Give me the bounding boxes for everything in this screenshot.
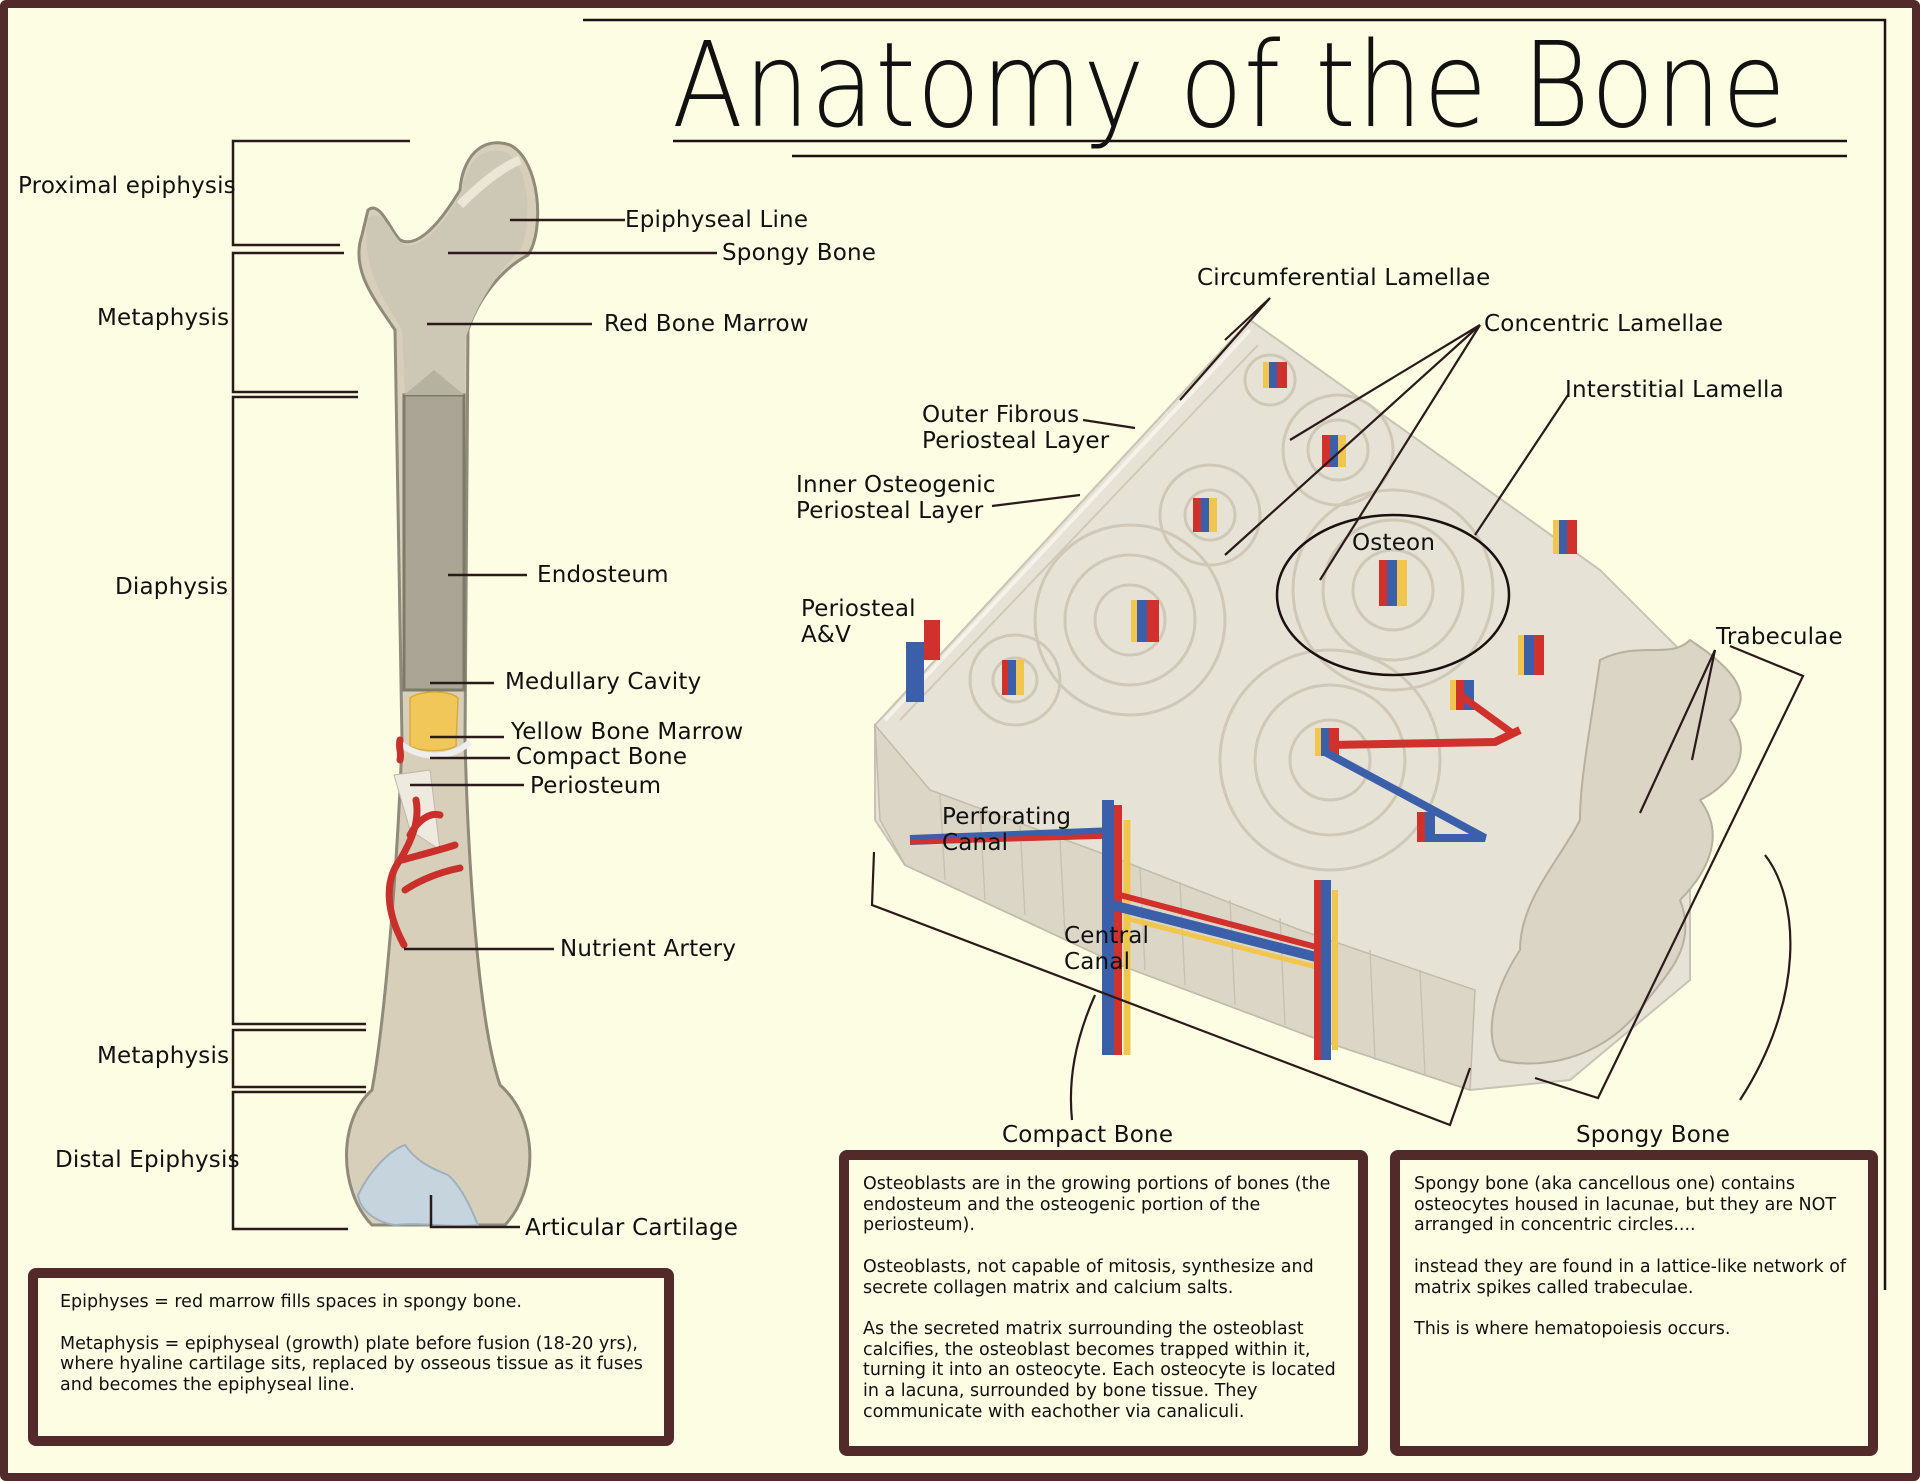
articular-cartilage-shape: [356, 1143, 480, 1227]
section-leaders: [870, 297, 1805, 1127]
yellow-marrow-shape: [409, 691, 459, 752]
spongy-bone-region: [366, 150, 528, 395]
region-label-diaphysis: Diaphysis: [115, 574, 229, 600]
page-title: Anatomy of the Bone: [672, 16, 1787, 154]
nutrient-artery-shape: [385, 736, 464, 949]
label-central-canal-line2: Canal: [1064, 949, 1131, 975]
label-perforating-canal-line2: Canal: [942, 830, 1009, 856]
label-outer-fibrous-line1: Outer Fibrous: [922, 402, 1080, 428]
trabeculae-shape: [1490, 638, 1742, 1065]
region-label-proximal-epiphysis: Proximal epiphysis: [18, 173, 236, 199]
note-epiphyses-2: Metaphysis = epiphyseal (growth) plate b…: [60, 1333, 643, 1395]
label-perforating-canal-line1: Perforating: [942, 804, 1072, 830]
note-compact-2: Osteoblasts, not capable of mitosis, syn…: [863, 1256, 1314, 1298]
note-epiphyses-1: Epiphyses = red marrow fills spaces in s…: [60, 1292, 522, 1312]
label-osteon: Osteon: [1352, 530, 1436, 556]
label-endosteum: Endosteum: [537, 562, 669, 588]
label-spongy-bone-section: Spongy Bone: [1576, 1122, 1731, 1148]
medullary-cavity-shape: [402, 393, 466, 692]
region-label-metaphysis-lower: Metaphysis: [97, 1043, 230, 1069]
label-periosteal-av-line1: Periosteal: [801, 596, 916, 622]
label-inner-osteogenic-line1: Inner Osteogenic: [796, 472, 996, 498]
label-outer-fibrous-line2: Periosteal Layer: [922, 428, 1110, 454]
osteon-outline: [1275, 513, 1511, 677]
vessel-bundles: [906, 362, 1577, 842]
note-box-spongy-bone: Spongy bone (aka cancellous one) contain…: [1390, 1150, 1878, 1456]
label-periosteal-av-line2: A&V: [801, 622, 852, 648]
note-spongy-3: This is where hematopoiesis occurs.: [1414, 1319, 1731, 1340]
structure-leaders: [404, 218, 717, 1229]
region-label-distal-epiphysis: Distal Epiphysis: [55, 1147, 240, 1173]
label-nutrient-artery: Nutrient Artery: [560, 936, 737, 962]
note-box-compact-bone: Osteoblasts are in the growing portions …: [839, 1150, 1368, 1456]
label-central-canal-line1: Central: [1064, 923, 1150, 949]
region-brackets: [231, 139, 410, 1231]
bone-section-illustration: [874, 318, 1742, 1092]
note-spongy-1: Spongy bone (aka cancellous one) contain…: [1414, 1174, 1837, 1236]
label-articular-cartilage: Articular Cartilage: [525, 1215, 739, 1241]
label-spongy-bone: Spongy Bone: [722, 240, 877, 266]
note-spongy-2: instead they are found in a lattice-like…: [1414, 1256, 1847, 1298]
note-box-epiphyses: Epiphyses = red marrow fills spaces in s…: [28, 1268, 674, 1446]
label-medullary-cavity: Medullary Cavity: [505, 669, 702, 695]
label-red-bone-marrow: Red Bone Marrow: [604, 311, 809, 337]
label-concentric-lamellae: Concentric Lamellae: [1484, 311, 1724, 337]
label-epiphyseal-line: Epiphyseal Line: [625, 207, 809, 233]
label-circumferential-lamellae: Circumferential Lamellae: [1197, 265, 1491, 291]
label-inner-osteogenic-line2: Periosteal Layer: [796, 498, 984, 524]
label-periosteum: Periosteum: [530, 773, 662, 799]
label-trabeculae: Trabeculae: [1716, 624, 1843, 650]
title-decor-lines: [583, 18, 1887, 1290]
label-interstitial-lamella: Interstitial Lamella: [1565, 377, 1784, 403]
note-compact-1: Osteoblasts are in the growing portions …: [863, 1174, 1331, 1236]
label-compact-bone: Compact Bone: [516, 744, 688, 770]
region-label-metaphysis-upper: Metaphysis: [97, 305, 230, 331]
label-compact-bone-section: Compact Bone: [1002, 1122, 1174, 1148]
epiphyseal-line-shape: [456, 155, 522, 209]
note-compact-3: As the secreted matrix surrounding the o…: [863, 1319, 1336, 1422]
label-yellow-bone-marrow: Yellow Bone Marrow: [511, 719, 744, 745]
